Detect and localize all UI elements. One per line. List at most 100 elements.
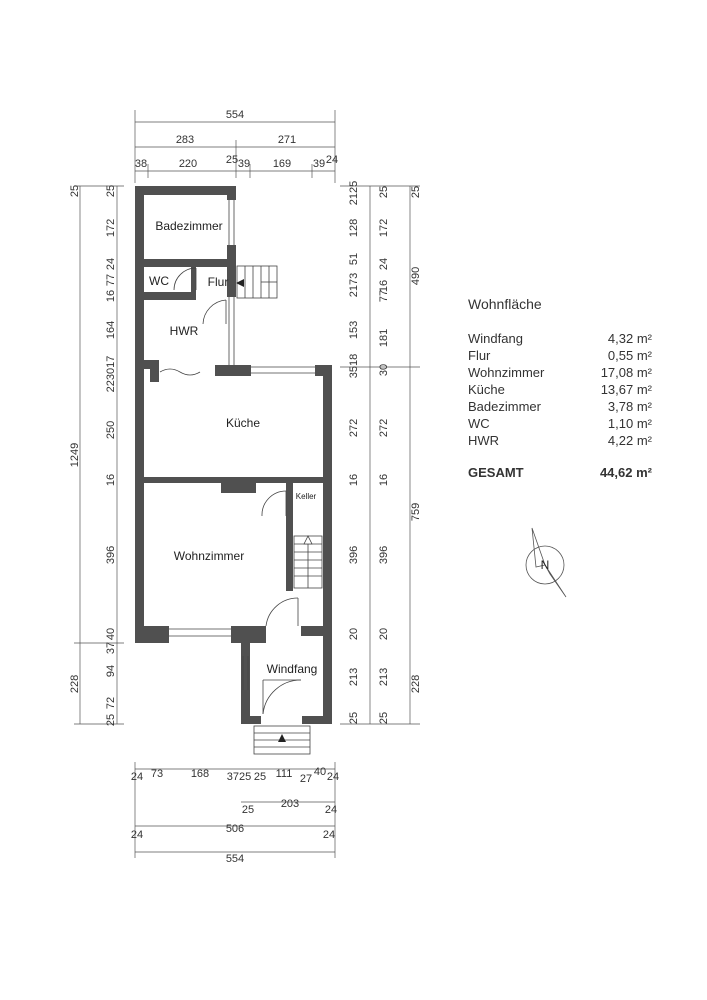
area-row-name: Windfang <box>468 331 523 346</box>
dim-bot-2: 73 <box>151 768 163 780</box>
dim-bot-8: 40 <box>314 766 326 778</box>
wall-hwr-stub <box>150 360 159 382</box>
wall-wc-bottom <box>135 292 195 300</box>
door-hwr-kitchen <box>159 368 201 376</box>
compass-circle <box>525 545 565 585</box>
dim-top-7: 24 <box>326 154 338 166</box>
dim-right-1: 2125 <box>348 181 360 205</box>
dim-left-3: 24 <box>105 258 117 270</box>
area-row-value: 17,08 m² <box>600 365 652 380</box>
room-windfang: Windfang <box>267 662 318 676</box>
area-row: Flur 0,55 m² <box>468 347 652 364</box>
dim-right-9: 3518 <box>348 354 360 378</box>
area-row-name: WC <box>468 416 490 431</box>
wall-hwr-bottom-a <box>135 360 159 369</box>
dims-top: 554 283 271 38 220 25 39 169 39 24 <box>135 109 338 170</box>
arrow-icon <box>303 535 313 545</box>
wall-right <box>323 365 332 642</box>
dim-right-25: 172 <box>378 219 390 237</box>
arrow-icon <box>236 279 244 287</box>
area-row-value: 1,10 m² <box>607 416 652 431</box>
wall-windfang-left <box>241 636 250 724</box>
dim-right-3: 51 <box>348 253 360 265</box>
dim-right-16: 396 <box>378 546 390 564</box>
door-keller <box>261 490 287 517</box>
room-wc: WC <box>149 274 169 288</box>
wall-hwr-bottom-b <box>215 365 251 376</box>
area-row: Küche 13,67 m² <box>468 381 652 398</box>
dim-top-total: 554 <box>226 109 244 121</box>
door-entrance <box>262 679 302 715</box>
area-row: HWR 4,22 m² <box>468 432 652 449</box>
wall-keller-left <box>286 477 293 591</box>
dim-left-total: 1249 <box>69 443 81 467</box>
dims-left: 1249 228 25 172 24 77 16 164 223017 250 … <box>69 185 117 726</box>
dim-left-8: 250 <box>105 421 117 439</box>
dim-right-20: 213 <box>378 668 390 686</box>
dim-left-2: 172 <box>105 219 117 237</box>
dim-right-6: 77 <box>378 290 390 302</box>
room-labels: Badezimmer WC Flur HWR Küche Wohnzimmer … <box>149 219 317 676</box>
dim-bot-b1: 25 <box>242 804 254 816</box>
dim-right-total-b: 759 <box>410 503 422 521</box>
dim-right-13: 16 <box>348 474 360 486</box>
door-hwr <box>202 299 227 325</box>
arrow-icon <box>278 734 286 742</box>
dim-right-15: 396 <box>348 546 360 564</box>
area-row: Wohnzimmer 17,08 m² <box>468 364 652 381</box>
room-wohnzimmer: Wohnzimmer <box>174 549 244 563</box>
doors <box>159 267 302 715</box>
area-row-name: Wohnzimmer <box>468 365 545 380</box>
room-badezimmer: Badezimmer <box>155 219 222 233</box>
dim-bot-9: 24 <box>327 771 339 783</box>
dim-left-6: 164 <box>105 321 117 339</box>
dim-left-outer: 228 <box>69 675 81 693</box>
area-total-row: GESAMT 44,62 m² <box>468 465 652 480</box>
dim-right-18: 20 <box>378 628 390 640</box>
area-row-name: Küche <box>468 382 505 397</box>
dim-bot-c2: 506 <box>226 823 244 835</box>
dim-right-12: 272 <box>378 419 390 437</box>
dims-right: 2125 128 51 2173 153 3518 272 16 396 20 … <box>348 181 422 724</box>
dim-right-11: 272 <box>348 419 360 437</box>
dim-right-4: 2173 <box>348 273 360 297</box>
dim-bot-7: 27 <box>300 773 312 785</box>
dim-left-11: 40 <box>105 628 117 640</box>
area-total-value: 44,62 m² <box>599 465 652 480</box>
compass-label: N <box>541 558 550 572</box>
area-row: WC 1,10 m² <box>468 415 652 432</box>
area-row-name: Flur <box>468 348 491 363</box>
dim-bot-c3: 24 <box>323 829 335 841</box>
dim-right-26: 24 <box>378 258 390 270</box>
area-table-rows: Windfang 4,32 m² Flur 0,55 m² Wohnzimmer… <box>468 330 652 449</box>
dim-bot-4: 3725 <box>227 771 251 783</box>
area-row-value: 3,78 m² <box>607 399 652 414</box>
stairs-upper <box>236 265 278 299</box>
wall-wc-right <box>191 267 196 300</box>
dim-bot-b3: 24 <box>325 804 337 816</box>
area-row: Windfang 4,32 m² <box>468 330 652 347</box>
dim-right-24: 25 <box>378 186 390 198</box>
area-row: Badezimmer 3,78 m² <box>468 398 652 415</box>
dim-right-10: 30 <box>378 364 390 376</box>
dim-right-22: 25 <box>378 712 390 724</box>
dim-top-5: 169 <box>273 158 291 170</box>
dim-right-21: 25 <box>348 712 360 724</box>
dim-top-1: 38 <box>135 158 147 170</box>
area-row-name: Badezimmer <box>468 399 541 414</box>
dim-right-8: 181 <box>378 329 390 347</box>
compass-needle-icon <box>531 527 546 568</box>
area-row-value: 0,55 m² <box>607 348 652 363</box>
wall-bottom-mid <box>231 626 266 643</box>
dim-top-3: 25 <box>226 154 238 166</box>
room-keller: Keller <box>296 492 317 501</box>
wall-bad-right-top <box>227 186 236 200</box>
walls <box>135 186 332 724</box>
dim-left-12: 37 <box>105 642 117 654</box>
windows <box>169 200 315 690</box>
dim-bot-5: 25 <box>254 771 266 783</box>
dim-top-4: 39 <box>238 158 250 170</box>
dim-right-2: 128 <box>348 219 360 237</box>
dim-left-14: 72 <box>105 697 117 709</box>
